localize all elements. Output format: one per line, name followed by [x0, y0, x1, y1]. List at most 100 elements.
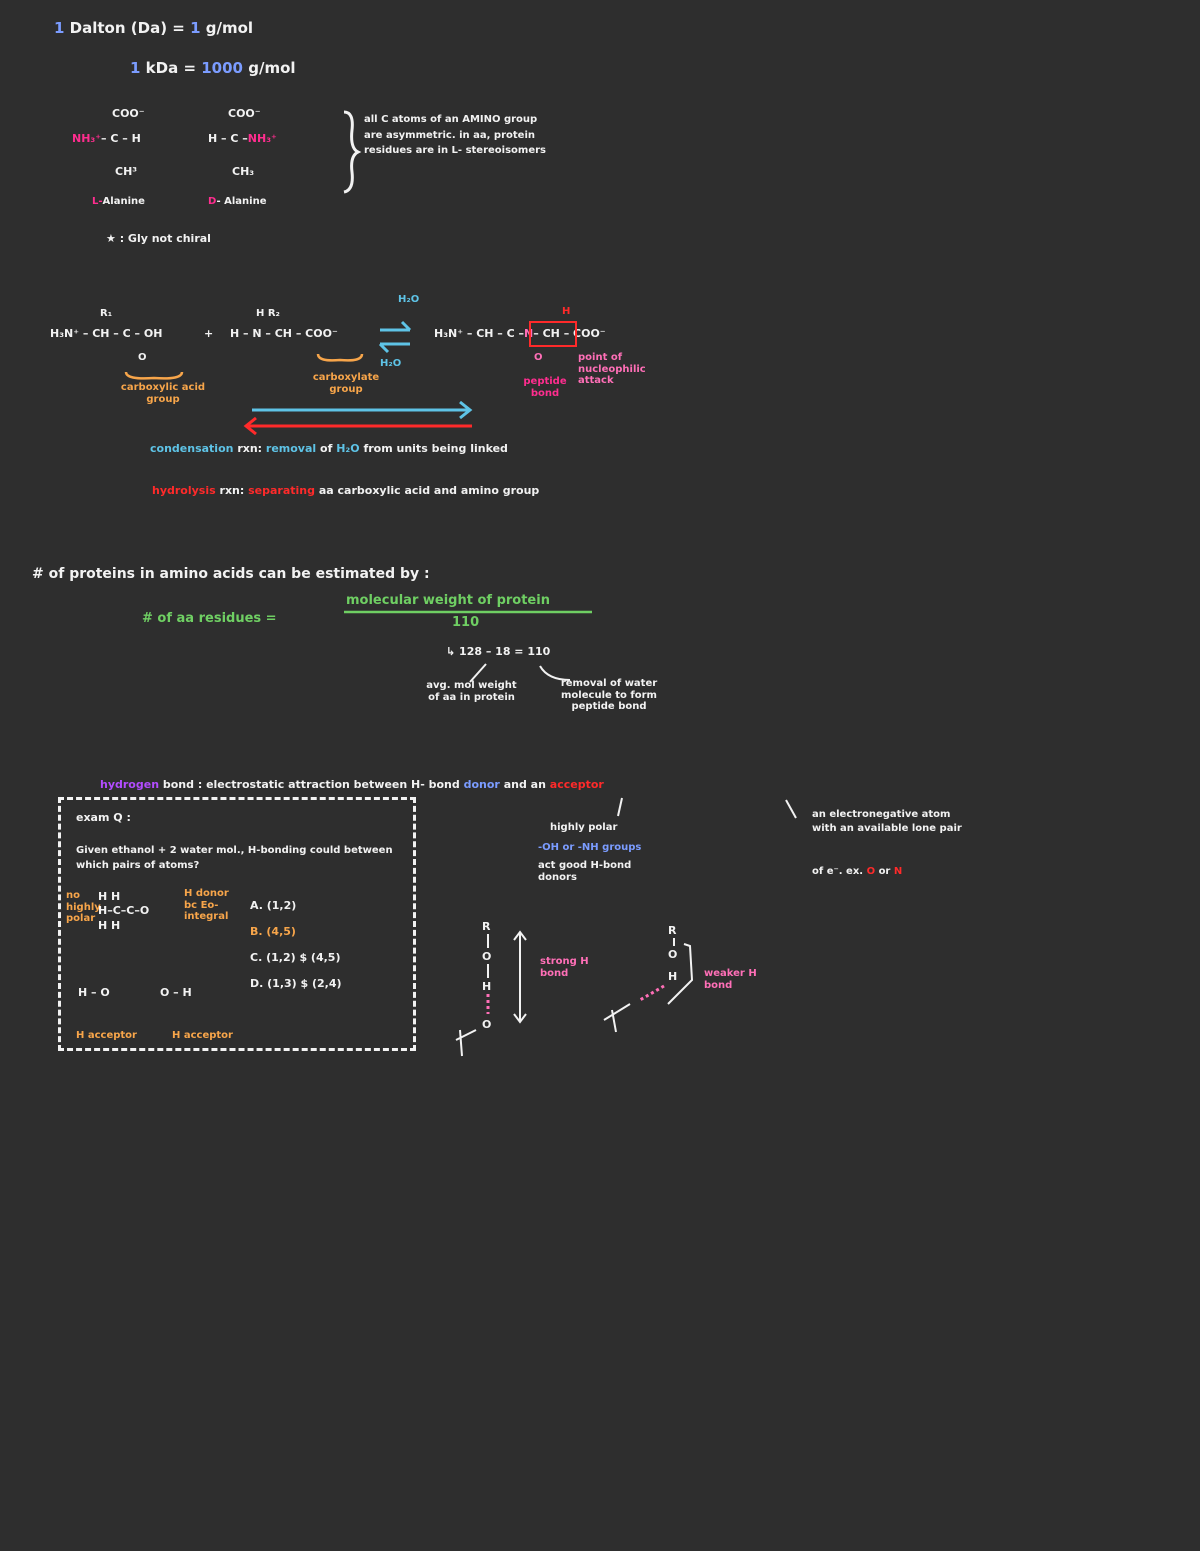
d-ala-hc: H – C – [208, 132, 248, 145]
forward-arrow-small [380, 320, 412, 332]
condensation-line: condensation rxn: removal of H₂O from un… [150, 442, 508, 456]
kda-value: 1000 [201, 59, 243, 77]
strong-o-label: O [482, 950, 491, 963]
carboxylic-brace [124, 371, 184, 380]
r1-sub: R₁ [100, 308, 113, 319]
hydrolysis-separating: separating [248, 484, 315, 497]
d-ala-mid: H – C –NH₃⁺ [208, 132, 277, 146]
residues-right-note: removal of water molecule to form peptid… [560, 678, 658, 712]
l-ala-bot: CH³ [115, 165, 138, 178]
reactant-1: H₃N⁺ – CH – C – OH [50, 327, 163, 340]
d-ala-top: COO⁻ [228, 107, 261, 120]
l-ala-mid: NH₃⁺– C – H [72, 132, 141, 146]
product-n: N [524, 327, 534, 340]
exam-water-2: O – H [160, 986, 192, 999]
dalton-one: 1 [54, 19, 65, 37]
exam-acceptor-2: H acceptor [172, 1030, 233, 1041]
residues-left-note: avg. mol weight of aa in protein [426, 680, 517, 703]
peptide-bond-box [529, 321, 577, 347]
acceptor-or: or [878, 866, 891, 877]
peptide-label: peptide bond [523, 376, 567, 399]
amino-brace [316, 353, 364, 362]
residues-calc: ↳ 128 – 18 = 110 [446, 645, 551, 658]
d-ala-label: D- Alanine [208, 196, 267, 208]
weak-r-label: R [668, 924, 677, 937]
residues-numerator: molecular weight of protein [346, 593, 550, 608]
dalton-text: Dalton (Da) = [69, 19, 185, 37]
h2o-bottom: H₂O [380, 358, 402, 369]
hydrolysis-line: hydrolysis rxn: separating aa carboxylic… [152, 484, 540, 498]
strong-h-label: H [482, 980, 491, 993]
chirality-brace [343, 110, 362, 194]
chirality-note: all C atoms of an AMINO group are asymme… [364, 114, 546, 156]
condensation-arrow [252, 400, 473, 420]
option-d[interactable]: D. (1,3) $ (2,4) [250, 977, 342, 990]
l-ala-prefix: L- [92, 196, 103, 207]
residues-heading: # of proteins in amino acids can be esti… [32, 566, 430, 582]
hbond-definition: bond : electrostatic attraction between … [162, 778, 460, 791]
strong-water-bonds [455, 1029, 477, 1057]
exam-question: Given ethanol + 2 water mol., H-bonding … [76, 845, 393, 871]
hbond-hydrogen: hydrogen [100, 778, 160, 791]
calc-arrow-right [539, 665, 571, 681]
product-left: H₃N⁺ – CH – C – [434, 327, 525, 340]
dalton-unit: g/mol [205, 19, 254, 37]
d-ala-bot: CH₃ [232, 165, 255, 178]
hydrolysis-word: hydrolysis [152, 484, 216, 497]
donor-arrow [617, 797, 623, 817]
h2o-top: H₂O [398, 294, 420, 305]
ethanol-molecule: H H H–C–C–O H H [98, 890, 150, 932]
reactant-2: H – N – CH – COO⁻ [230, 327, 338, 340]
option-c[interactable]: C. (1,2) $ (4,5) [250, 951, 341, 964]
acceptor-n: N [893, 866, 903, 877]
exam-box [58, 797, 416, 1051]
condensation-of: of [320, 442, 333, 455]
weak-water-bonds [603, 1003, 631, 1033]
kda-one: 1 [130, 59, 141, 77]
amino-label: carboxylate group [312, 372, 380, 395]
condensation-rest: from units being linked [363, 442, 508, 455]
condensation-word: condensation [150, 442, 234, 455]
dalton-value: 1 [190, 19, 201, 37]
option-b[interactable]: B. (4,5) [250, 925, 296, 938]
d-ala-name: - Alanine [216, 196, 267, 207]
acceptor-note-2: of e⁻. ex. O or N [812, 866, 902, 878]
weak-hbond-label: weaker H bond [704, 968, 757, 991]
exam-title: exam Q : [76, 811, 131, 824]
strong-distance-arrow [513, 930, 527, 1024]
hydrolysis-arrow [243, 416, 472, 436]
product-oxygen: O [534, 352, 543, 363]
reverse-arrow-small [378, 342, 410, 354]
weak-hbond-line [639, 984, 665, 1002]
attack-label: point of nucleophilic attack [578, 352, 646, 386]
carboxylic-label: carboxylic acid group [120, 382, 206, 405]
kda-text: kDa = [145, 59, 197, 77]
l-ala-ch: – C – H [101, 132, 141, 145]
condensation-rxn: rxn: [237, 442, 263, 455]
condensation-water: H₂O [336, 442, 360, 455]
dalton-line: 1 Dalton (Da) = 1 g/mol [54, 19, 254, 37]
hbond-donor: donor [463, 778, 500, 791]
calc-arrow-left [469, 663, 487, 683]
r2-sub: H R₂ [256, 308, 280, 319]
residues-denominator: 110 [452, 615, 480, 630]
acceptor-o: O [866, 866, 876, 877]
weak-h-label: H [668, 970, 677, 983]
l-ala-name: Alanine [102, 196, 145, 207]
strong-acceptor-o: O [482, 1018, 491, 1031]
l-ala-top: COO⁻ [112, 107, 145, 120]
acceptor-ex: of e⁻. ex. [812, 866, 864, 877]
plus-sign: + [204, 327, 214, 340]
d-ala-prefix: D [208, 196, 217, 207]
exam-left-note: no highly polar [66, 890, 101, 924]
weak-angle-bracket [667, 943, 694, 1005]
weak-o-label: O [668, 948, 677, 961]
hbond-heading: hydrogen bond : electrostatic attraction… [100, 778, 604, 792]
exam-water-1: H – O [78, 986, 110, 999]
strong-hbond-label: strong H bond [540, 956, 589, 979]
hydrolysis-rest: aa carboxylic acid and amino group [318, 484, 540, 497]
exam-acceptor-1: H acceptor [76, 1030, 137, 1041]
option-a[interactable]: A. (1,2) [250, 899, 297, 912]
condensation-removal: removal [265, 442, 317, 455]
